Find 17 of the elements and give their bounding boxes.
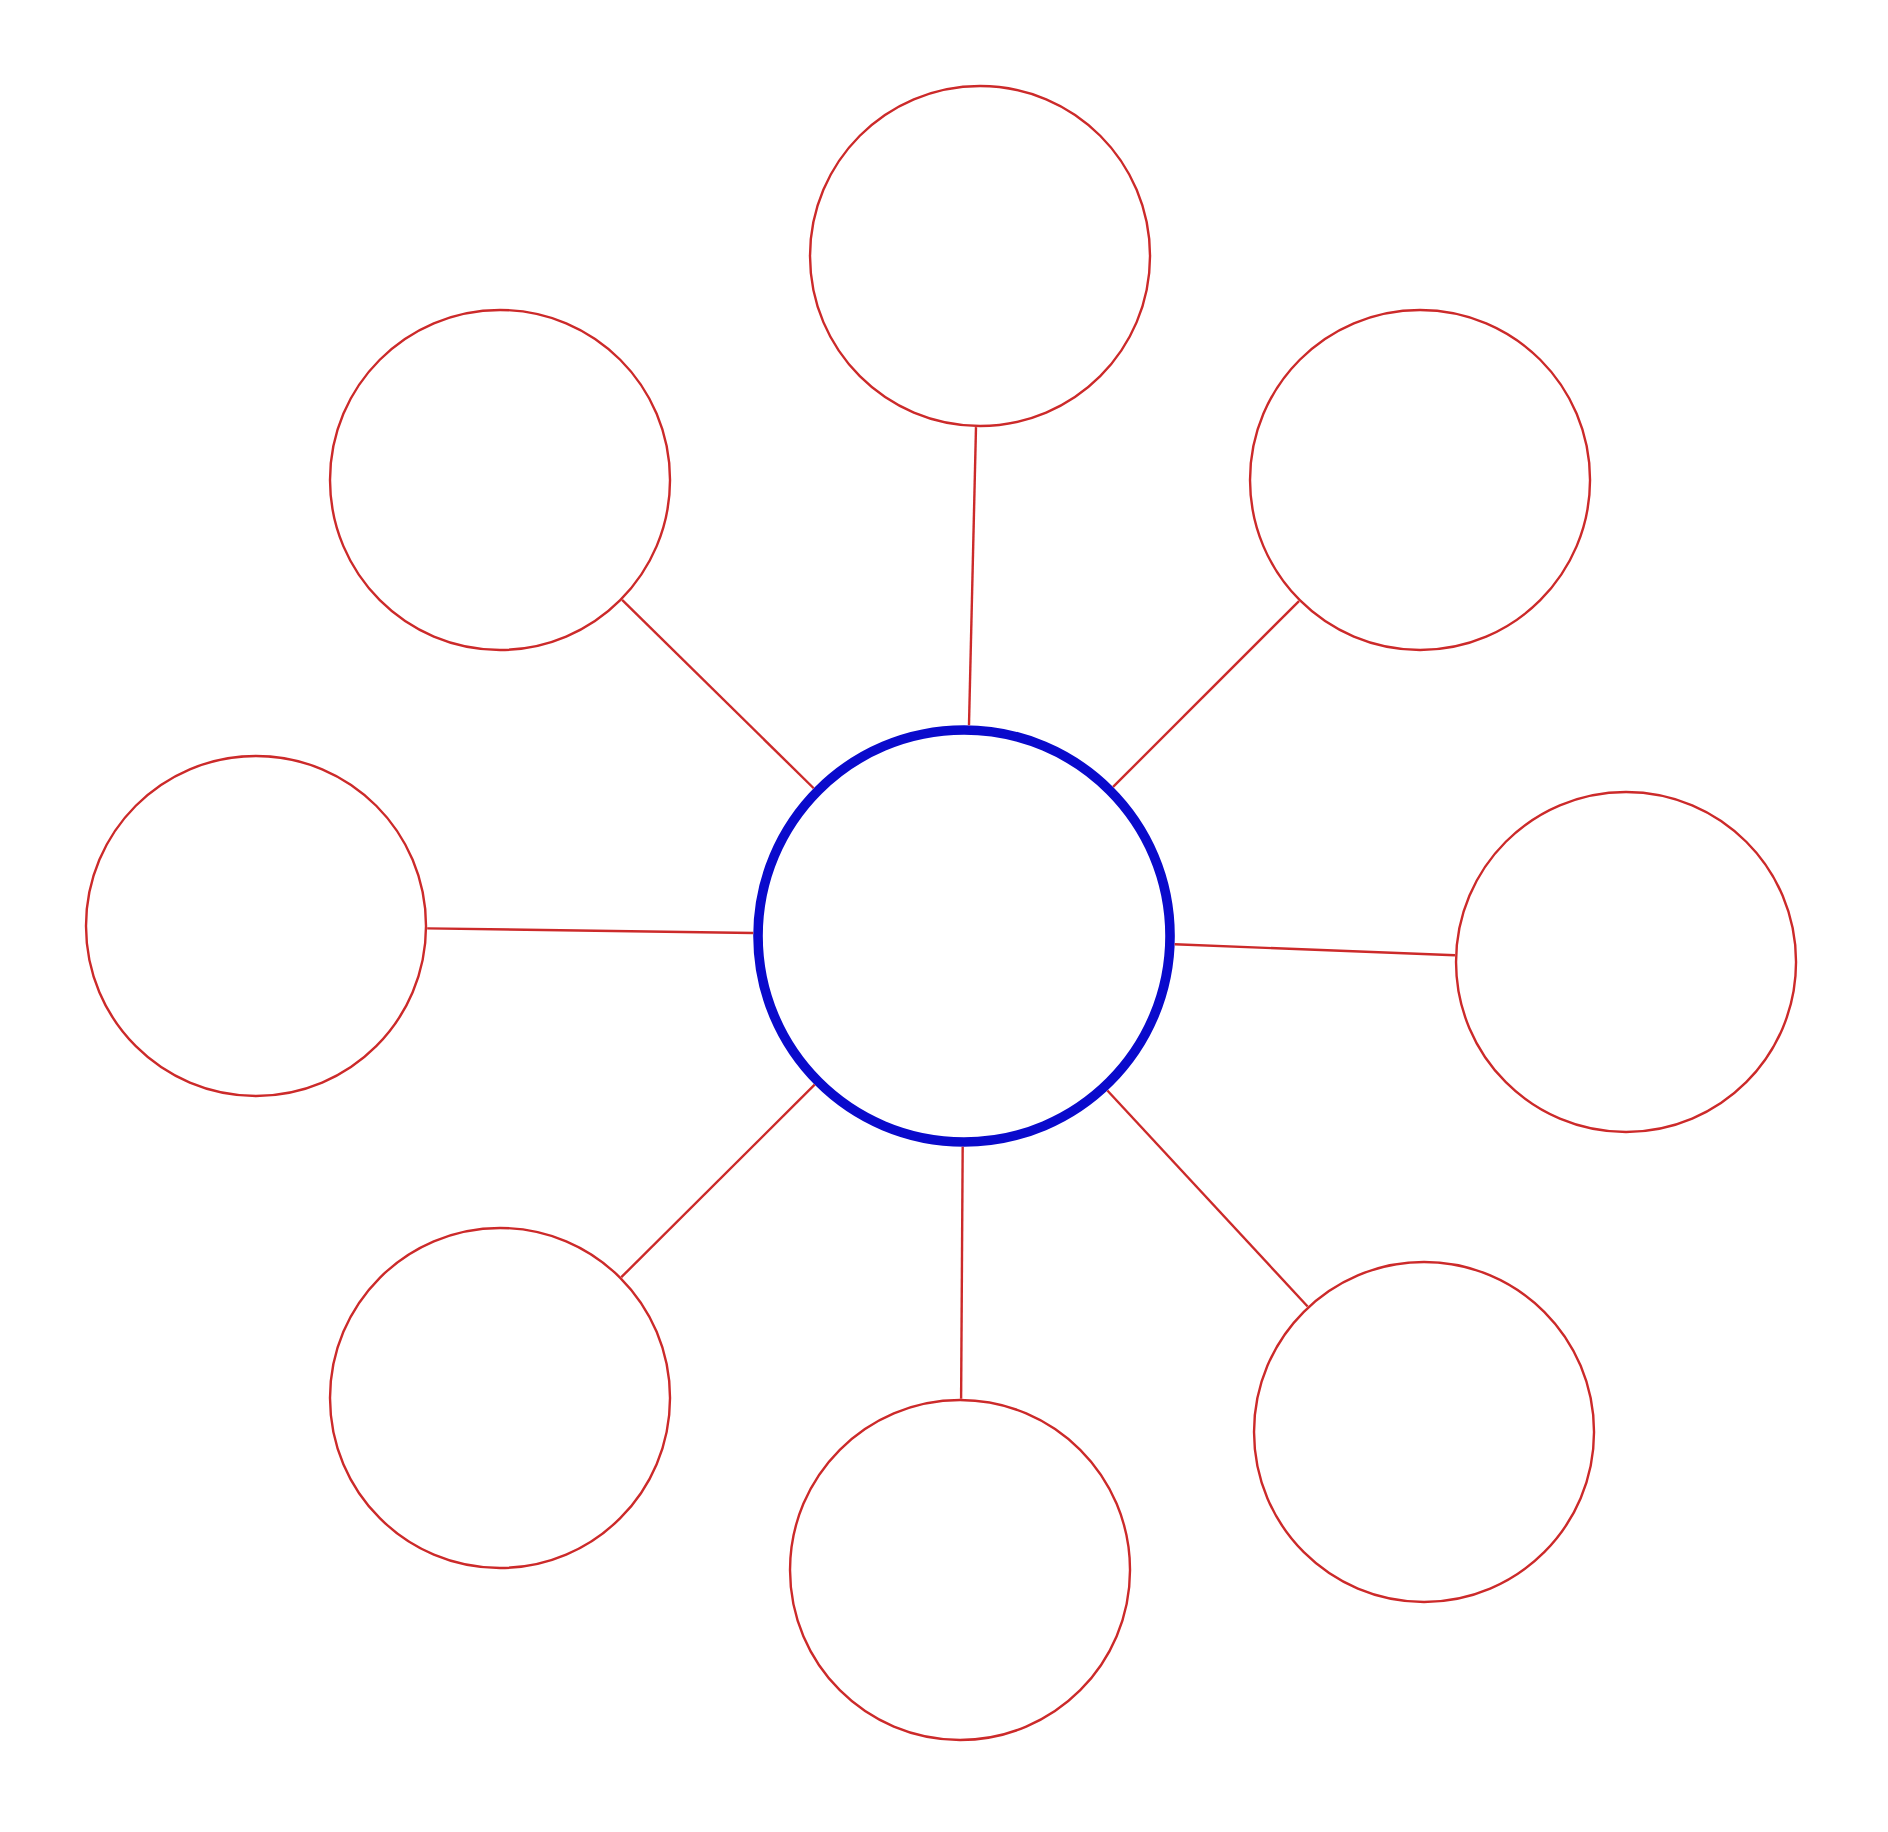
outer-circle [1252,1260,1596,1604]
connector-line [1112,600,1300,788]
outer-circle [328,1226,672,1570]
connector-line [959,1146,964,1399]
outer-circle [788,1398,1132,1742]
center-circle [753,725,1175,1147]
connector-line [1174,943,1455,957]
connector-line [620,1083,816,1279]
outer-circle [1248,308,1592,652]
connector-line [967,427,978,726]
outer-circle [84,754,428,1098]
connector-line [621,599,815,790]
connector-line [427,927,754,935]
outer-circle [1454,790,1798,1134]
outer-circle [328,308,672,652]
connector-line [1106,1089,1309,1308]
outer-circle [808,84,1152,428]
